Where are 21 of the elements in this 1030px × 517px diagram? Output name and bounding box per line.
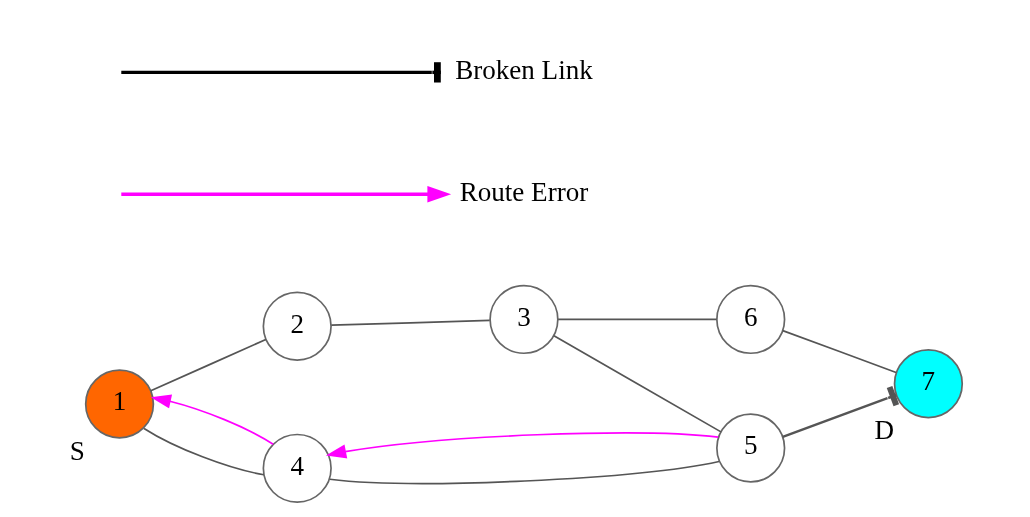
node-circle: 6: [715, 284, 785, 355]
arrow: [150, 394, 274, 446]
node-circle: 3: [488, 284, 559, 355]
connector: [328, 460, 720, 485]
connector: [556, 318, 717, 321]
node-circle: 7: [893, 349, 963, 419]
node-circle: 1: [84, 369, 154, 439]
node-circle: 2: [262, 291, 332, 361]
connector: [142, 427, 265, 476]
node-label: D: [874, 415, 894, 446]
connector: [781, 329, 897, 374]
connector: [149, 338, 267, 392]
legend-label: Route Error: [459, 176, 588, 207]
connector: [330, 319, 491, 327]
node-label: S: [69, 435, 85, 466]
node-circle: 5: [715, 413, 785, 483]
node-circle: 4: [262, 433, 332, 503]
legend-label: Broken Link: [454, 54, 593, 85]
connector: [552, 334, 722, 433]
connector: [781, 386, 899, 438]
arrow: [325, 432, 719, 459]
